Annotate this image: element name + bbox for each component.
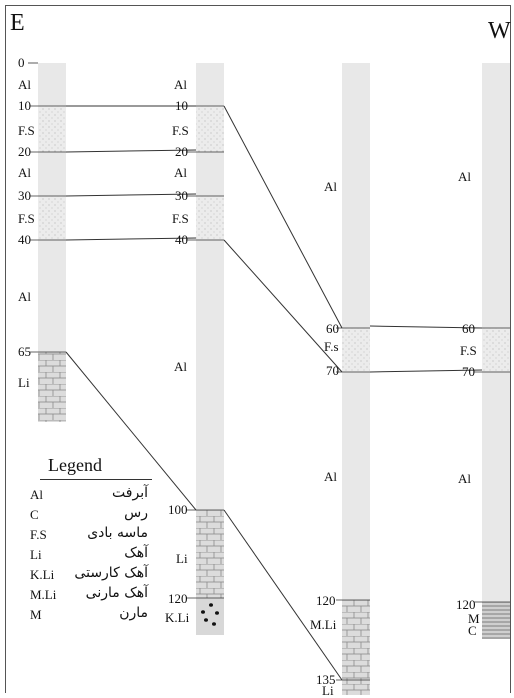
well-4-layer: F.S	[460, 343, 477, 358]
diagram-frame	[5, 5, 511, 693]
corr-line-lower-sand	[223, 239, 343, 373]
well-1-sand-2	[38, 196, 66, 240]
well-1-layer: Al	[18, 165, 31, 180]
well-1-layer: F.S	[18, 211, 35, 226]
well-1-depth: 40	[18, 232, 31, 247]
well-1-depth: 10	[18, 98, 31, 113]
well-3-layer: Li	[322, 683, 334, 698]
legend-name: ماسه بادی	[87, 525, 148, 541]
direction-west: W	[488, 18, 511, 44]
legend-item: K.Li آهک کارستی	[30, 565, 170, 587]
well-1-layer: Al	[18, 289, 31, 304]
well-4-layer: Al	[458, 471, 471, 486]
well-2-layer: F.S	[172, 123, 189, 138]
well-1-layer: F.S	[18, 123, 35, 138]
well-4-depth: 70	[462, 364, 475, 379]
well-2-layer: K.Li	[165, 610, 190, 625]
well-2-depth: 10	[175, 98, 188, 113]
corr-line-30	[65, 193, 197, 197]
well-2-sand-1	[196, 106, 224, 152]
legend-code: F.S	[30, 527, 47, 542]
well-4-layer: Al	[458, 169, 471, 184]
karst-cavity-mark	[215, 611, 219, 615]
legend-name: آهک کارستی	[74, 565, 148, 581]
corr-line-70	[369, 369, 483, 373]
corr-line-deep-limestone	[223, 509, 343, 681]
well-3-layer: F.s	[324, 339, 339, 354]
legend-name: رس	[124, 505, 148, 521]
well-2-depth: 100	[168, 502, 188, 517]
well-4-layer: M	[468, 611, 480, 626]
legend-item: M مارن	[30, 605, 170, 627]
well-3-column	[342, 63, 370, 695]
legend-name: مارن	[119, 605, 148, 621]
karst-cavity-mark	[209, 603, 213, 607]
legend-item: M.Li آهک مارنی	[30, 585, 170, 607]
well-3-depth: 70	[326, 363, 339, 378]
well-3-marly-limestone	[342, 600, 370, 695]
well-2-layer: F.S	[172, 211, 189, 226]
well-3-depth: 135	[316, 672, 336, 687]
legend-code: Al	[30, 487, 43, 502]
corr-line-60	[369, 325, 483, 329]
legend-item: F.S ماسه بادی	[30, 525, 170, 547]
well-2-layer: Li	[176, 551, 188, 566]
well-4-depth: 60	[462, 321, 475, 336]
well-4-sand	[482, 328, 510, 372]
legend-item: C رس	[30, 505, 170, 527]
well-4-layer: C	[468, 623, 477, 638]
legend-item: Li آهک	[30, 545, 170, 567]
well-3-sand	[342, 328, 370, 372]
well-1-limestone	[38, 352, 66, 422]
well-2-depth: 30	[175, 188, 188, 203]
corr-line-20	[65, 149, 197, 153]
well-2-layer: Al	[174, 165, 187, 180]
well-3-layer: Al	[324, 179, 337, 194]
legend-title: Legend	[48, 455, 102, 475]
well-1-depth: 65	[18, 344, 31, 359]
well-3-layer: Al	[324, 469, 337, 484]
karst-cavity-mark	[201, 610, 205, 614]
corr-line-40	[65, 237, 197, 241]
well-2-depth: 120	[168, 591, 188, 606]
legend-divider	[40, 479, 152, 480]
legend-code: C	[30, 507, 39, 522]
legend-item: Al آبرفت	[30, 485, 170, 507]
direction-east: E	[10, 10, 25, 36]
corr-line-limestone	[65, 351, 197, 511]
well-4-marl-clay	[482, 602, 510, 639]
well-3-depth: 120	[316, 593, 336, 608]
karst-cavity-mark	[212, 622, 216, 626]
well-2-layer: Al	[174, 359, 187, 374]
well-2-depth: 20	[175, 144, 188, 159]
well-3-depth: 60	[326, 321, 339, 336]
well-1-depth: 20	[18, 144, 31, 159]
well-3-layer: M.Li	[310, 617, 337, 632]
well-2-sand-2	[196, 196, 224, 240]
legend-code: Li	[30, 547, 42, 562]
well-1-sand-1	[38, 106, 66, 152]
well-2-layer: Al	[174, 77, 187, 92]
well-2-depth: 40	[175, 232, 188, 247]
corr-line-upper-sand	[223, 105, 343, 329]
legend-name: آبرفت	[112, 485, 148, 501]
legend-code: M	[30, 607, 42, 622]
well-1-depth: 30	[18, 188, 31, 203]
legend-code: M.Li	[30, 587, 57, 602]
well-1-layer: Al	[18, 77, 31, 92]
karst-cavity-mark	[204, 618, 208, 622]
well-4-depth: 120	[456, 597, 476, 612]
legend-code: K.Li	[30, 567, 55, 582]
legend-name: آهک مارنی	[85, 585, 148, 601]
well-2-limestone	[196, 510, 224, 598]
well-1-depth: 0	[18, 55, 25, 70]
legend-name: آهک	[124, 545, 148, 561]
well-1-layer: Li	[18, 375, 30, 390]
